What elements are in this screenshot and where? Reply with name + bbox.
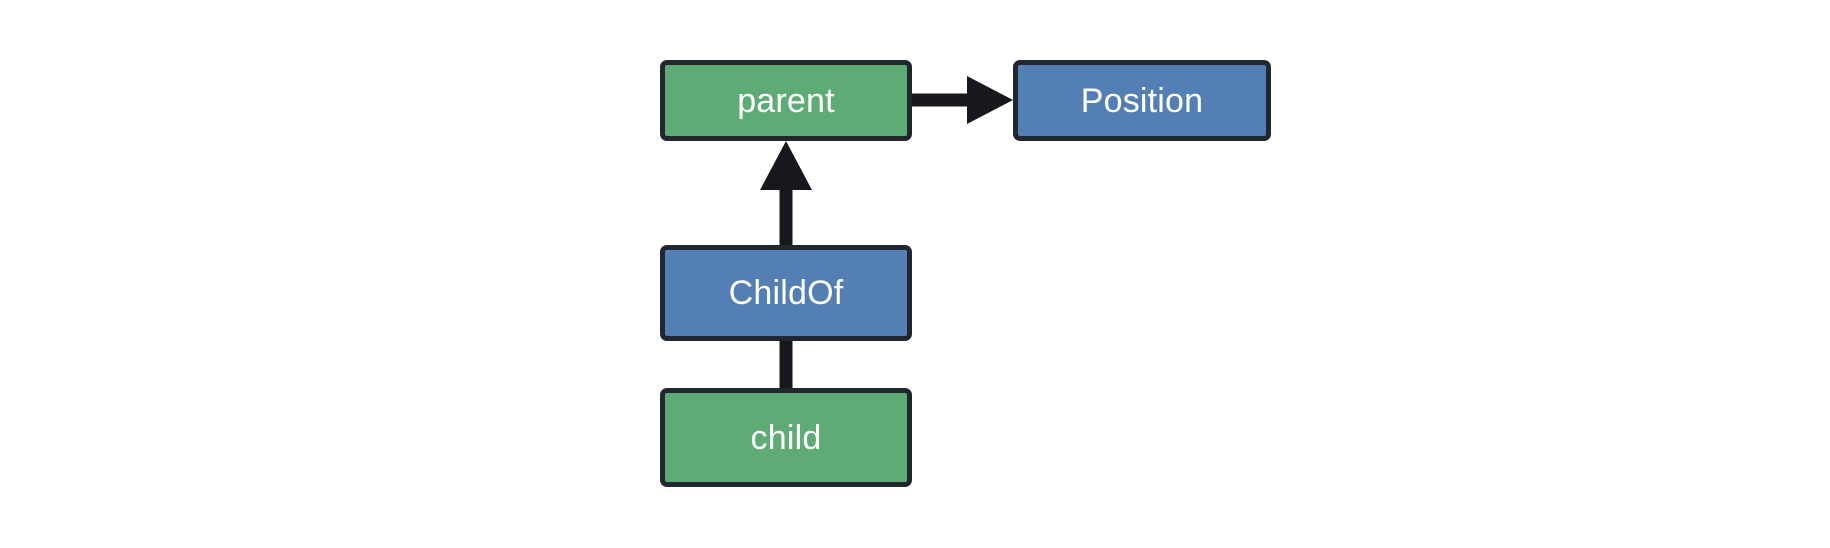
node-childof[interactable]: ChildOf (660, 245, 912, 341)
arrowhead-up-icon (760, 141, 812, 190)
node-child[interactable]: child (660, 388, 912, 487)
node-position-label: Position (1080, 81, 1204, 120)
node-parent[interactable]: parent (660, 60, 912, 141)
node-child-label: child (750, 418, 822, 457)
edge-childof-to-parent (760, 141, 812, 245)
node-position[interactable]: Position (1013, 60, 1271, 141)
node-childof-label: ChildOf (728, 274, 844, 312)
arrowhead-right-icon (967, 76, 1013, 124)
edge-parent-to-position (912, 76, 1013, 124)
node-parent-label: parent (737, 81, 835, 120)
